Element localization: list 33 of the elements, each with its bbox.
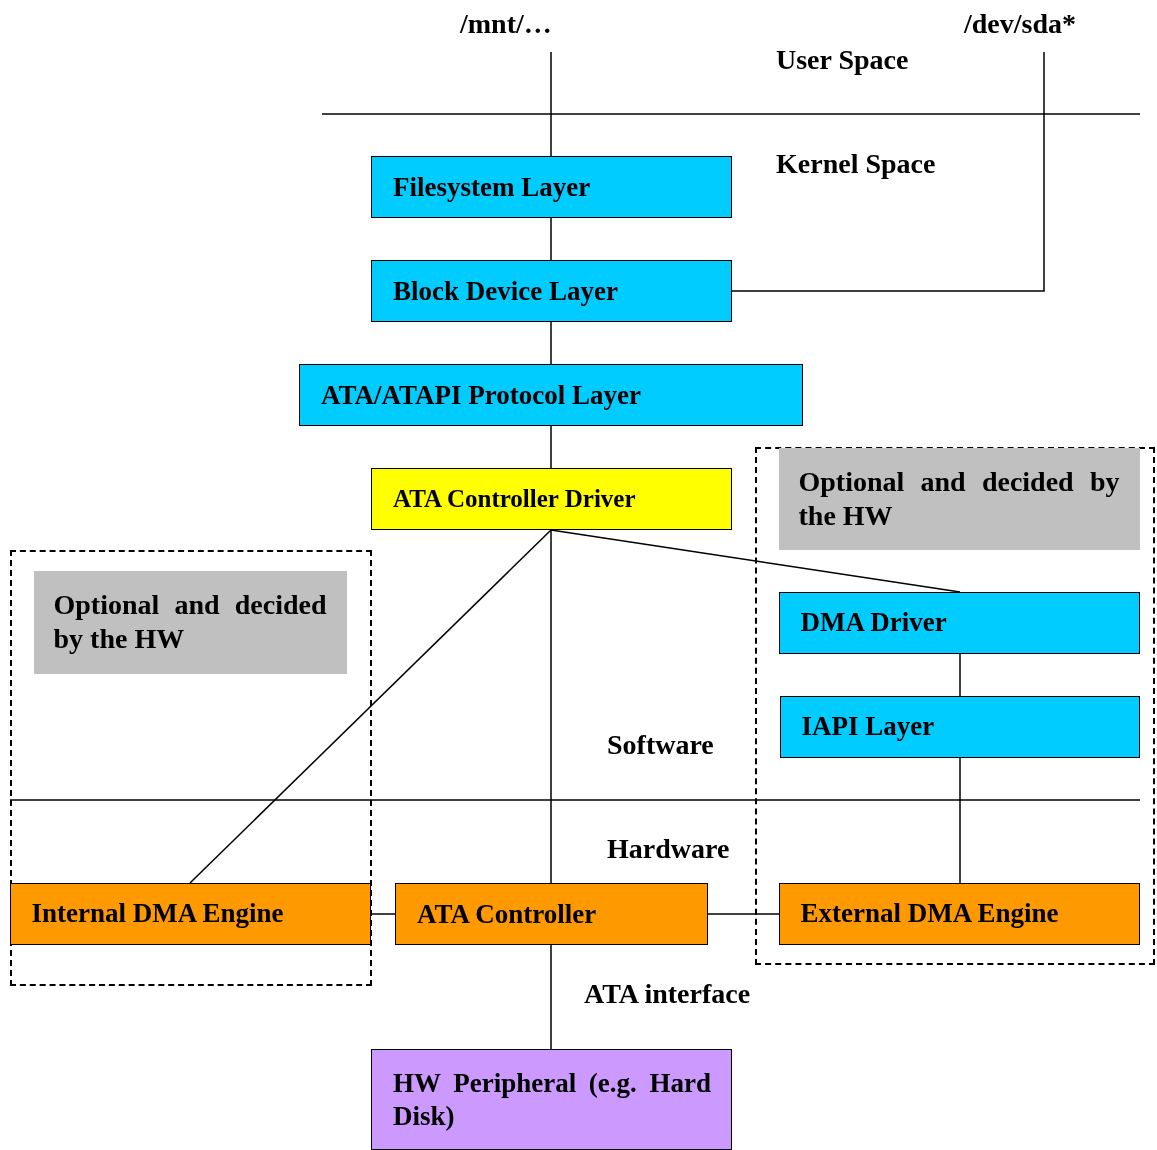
connector-line xyxy=(550,529,961,593)
connector-line xyxy=(707,913,780,915)
path-label: /mnt/… xyxy=(460,4,572,44)
path-label: /dev/sda* xyxy=(964,4,1100,44)
connector-line xyxy=(550,425,552,469)
connector-line xyxy=(550,51,552,157)
connector-line xyxy=(550,217,552,261)
note-box: Optional and decided by the HW xyxy=(778,447,1140,550)
peripheral-box: HW Peripheral (e.g. Hard Disk) xyxy=(371,1049,732,1150)
connector-line xyxy=(550,529,552,884)
region-label: User Space xyxy=(776,44,909,76)
layer-box: Block Device Layer xyxy=(371,260,732,322)
layer-box: Filesystem Layer xyxy=(371,156,732,218)
connector-line xyxy=(731,51,1045,292)
driver-box: ATA Controller Driver xyxy=(371,468,732,530)
note-box: Optional and decided by the HW xyxy=(33,570,347,674)
region-label: Software xyxy=(607,729,714,761)
connector-line xyxy=(370,913,396,915)
optional-region xyxy=(755,447,1155,965)
layer-box: DMA Driver xyxy=(778,591,1140,654)
region-label: Hardware xyxy=(607,833,730,865)
region-label: Kernel Space xyxy=(776,148,936,180)
connector-line xyxy=(959,757,961,884)
hardware-box: External DMA Engine xyxy=(778,882,1140,945)
connector-line xyxy=(959,653,961,697)
connector-line xyxy=(550,944,552,1050)
hardware-box: Internal DMA Engine xyxy=(9,882,371,945)
connector-line xyxy=(550,321,552,365)
layer-box: ATA/ATAPI Protocol Layer xyxy=(299,364,803,426)
hardware-box: ATA Controller xyxy=(395,883,708,945)
layer-box: IAPI Layer xyxy=(779,695,1140,758)
optional-region xyxy=(10,550,372,986)
connector-line xyxy=(189,529,552,884)
